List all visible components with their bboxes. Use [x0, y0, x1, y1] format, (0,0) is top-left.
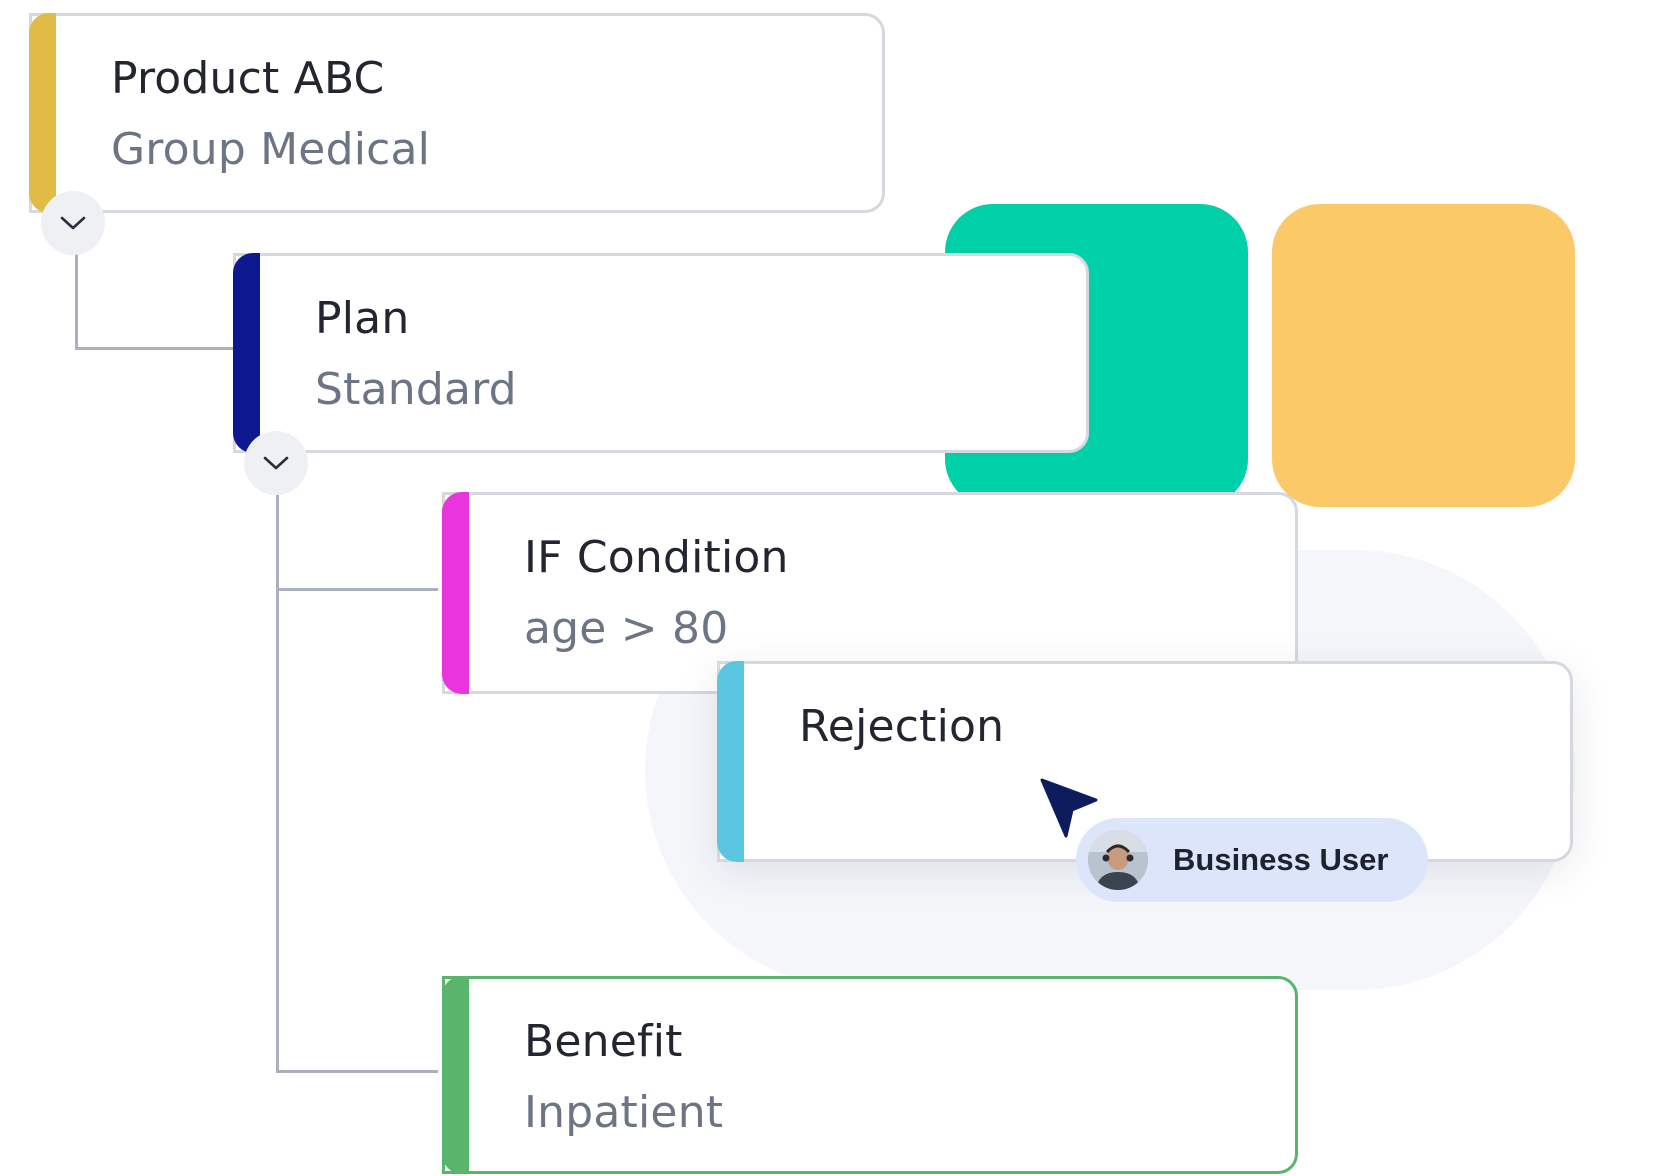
connector-line [75, 252, 78, 350]
node-subtitle: Inpatient [524, 1087, 724, 1138]
collaborator-chip[interactable]: Business User [1076, 818, 1428, 902]
node-title: Rejection [799, 701, 1005, 752]
node-accent-bar [442, 976, 469, 1174]
node-subtitle: Standard [315, 364, 517, 415]
user-avatar [1088, 830, 1148, 890]
node-title: IF Condition [524, 532, 789, 583]
chevron-down-icon [263, 456, 289, 470]
collapse-toggle-plan[interactable] [244, 431, 308, 495]
tree-node-condition[interactable]: IF Condition age > 80 [442, 492, 1298, 694]
node-title: Benefit [524, 1016, 683, 1067]
node-accent-bar [29, 13, 56, 213]
node-accent-bar [717, 661, 744, 862]
user-chip-label: Business User [1173, 842, 1389, 877]
decorative-yellow-square [1272, 204, 1575, 507]
chevron-down-icon [60, 216, 86, 230]
tree-node-product[interactable]: Product ABC Group Medical [29, 13, 885, 213]
node-subtitle: age > 80 [524, 603, 729, 654]
collapse-toggle-product[interactable] [41, 191, 105, 255]
node-title: Plan [315, 293, 410, 344]
node-accent-bar [442, 492, 469, 694]
tree-node-plan[interactable]: Plan Standard [233, 253, 1089, 453]
tree-node-benefit[interactable]: Benefit Inpatient [442, 976, 1298, 1174]
connector-line [276, 492, 279, 1072]
node-subtitle: Group Medical [111, 124, 431, 175]
node-title: Product ABC [111, 53, 385, 104]
node-accent-bar [233, 253, 260, 453]
pointer-cursor-icon [1040, 778, 1098, 838]
connector-line [276, 1070, 438, 1073]
connector-line [75, 347, 233, 350]
connector-line [276, 588, 438, 591]
